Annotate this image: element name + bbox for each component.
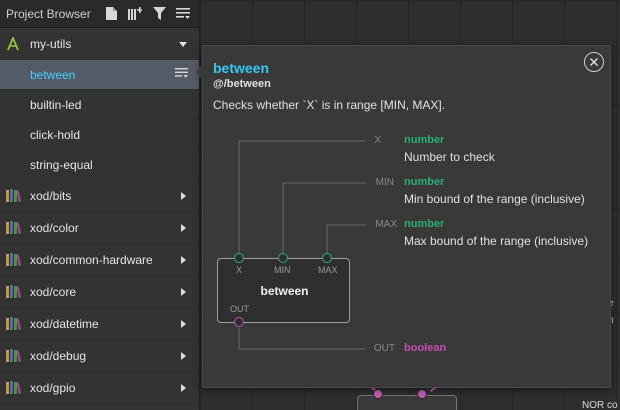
- project-browser-title: Project Browser: [6, 6, 91, 21]
- pin-type-out: boolean: [404, 342, 447, 354]
- patch-info-popup: between @/between Checks whether `X` is …: [202, 45, 611, 388]
- chevron-right-icon[interactable]: [177, 286, 189, 298]
- library-my-utils[interactable]: my-utils: [0, 28, 199, 60]
- pin-x-circle: [234, 253, 244, 263]
- menu-icon[interactable]: [173, 4, 193, 24]
- chevron-right-icon[interactable]: [177, 222, 189, 234]
- popup-arrow-inner: [197, 65, 204, 79]
- patch-label: between: [30, 67, 76, 82]
- pin-name-max: MAX: [375, 219, 397, 230]
- close-button[interactable]: [584, 52, 604, 72]
- patch-menu-icon[interactable]: [175, 67, 189, 82]
- canvas-node[interactable]: [357, 395, 457, 410]
- pin-wires: [238, 140, 366, 350]
- pin-min-circle: [278, 253, 288, 263]
- pin-desc-max: Max bound of the range (inclusive): [404, 234, 589, 248]
- patch-item-string-equal[interactable]: string-equal: [0, 150, 199, 180]
- library-icon: [6, 252, 24, 268]
- library-icon: [6, 380, 24, 396]
- chevron-right-icon[interactable]: [177, 254, 189, 266]
- project-icon: [6, 36, 24, 52]
- node-description: Checks whether `X` is in range [MIN, MAX…: [213, 98, 446, 112]
- library-xod-core[interactable]: xod/core: [0, 276, 199, 308]
- chevron-right-icon[interactable]: [177, 190, 189, 202]
- pin-type-max: number: [404, 218, 445, 230]
- canvas-text: NOR co: [582, 400, 618, 410]
- library-xod-bits[interactable]: xod/bits: [0, 180, 199, 212]
- library-label: xod/common-hardware: [30, 252, 153, 267]
- chevron-right-icon[interactable]: [177, 318, 189, 330]
- patch-label: click-hold: [30, 127, 81, 142]
- pin-desc-x: Number to check: [404, 150, 495, 164]
- patch-item-click-hold[interactable]: click-hold: [0, 120, 199, 150]
- library-icon: [6, 316, 24, 332]
- new-file-icon[interactable]: [101, 4, 121, 24]
- chevron-right-icon[interactable]: [177, 350, 189, 362]
- patch-label: string-equal: [30, 157, 93, 172]
- library-label: xod/gpio: [30, 380, 76, 395]
- add-library-icon[interactable]: [125, 4, 145, 24]
- pin-max-circle: [322, 253, 332, 263]
- library-label: xod/bits: [30, 188, 72, 203]
- library-xod-gpio[interactable]: xod/gpio: [0, 372, 199, 404]
- chevron-right-icon[interactable]: [177, 382, 189, 394]
- node-preview-title: between: [260, 284, 309, 298]
- pin-type-x: number: [404, 134, 445, 146]
- node-pin-label-max: MAX: [318, 265, 338, 275]
- pin-name-min: MIN: [375, 177, 394, 188]
- project-browser: Project Browser my-utils between builtin…: [0, 0, 200, 410]
- library-label: xod/debug: [30, 348, 87, 363]
- pin-out-circle: [234, 317, 244, 327]
- project-browser-header: Project Browser: [0, 0, 199, 28]
- library-xod-color[interactable]: xod/color: [0, 212, 199, 244]
- pin-desc-min: Min bound of the range (inclusive): [404, 192, 585, 206]
- library-label: xod/datetime: [30, 316, 99, 331]
- library-xod-debug[interactable]: xod/debug: [0, 340, 199, 372]
- library-label: my-utils: [30, 37, 72, 51]
- node-pin-label-min: MIN: [274, 265, 291, 275]
- filter-icon[interactable]: [149, 4, 169, 24]
- library-xod-datetime[interactable]: xod/datetime: [0, 308, 199, 340]
- canvas-node-pin[interactable]: [373, 389, 383, 399]
- library-label: xod/core: [30, 284, 77, 299]
- library-icon: [6, 348, 24, 364]
- node-pin-label-x: X: [236, 265, 243, 275]
- library-icon: [6, 188, 24, 204]
- close-icon: [590, 53, 598, 71]
- library-xod-common-hardware[interactable]: xod/common-hardware: [0, 244, 199, 276]
- node-preview: X MIN MAX between OUT: [217, 258, 350, 323]
- library-icon: [6, 220, 24, 236]
- node-path: @/between: [213, 78, 271, 90]
- node-pin-label-out: OUT: [230, 304, 249, 314]
- pin-name-x: X: [374, 135, 381, 146]
- patch-label: builtin-led: [30, 97, 82, 112]
- canvas-node-pin[interactable]: [417, 389, 427, 399]
- library-icon: [6, 284, 24, 300]
- pin-name-out: OUT: [373, 343, 395, 354]
- node-title: between: [213, 60, 270, 76]
- chevron-down-icon[interactable]: [177, 38, 189, 50]
- patch-item-builtin-led[interactable]: builtin-led: [0, 90, 199, 120]
- pin-type-min: number: [404, 176, 445, 188]
- patch-item-between[interactable]: between: [0, 60, 199, 90]
- library-label: xod/color: [30, 220, 79, 235]
